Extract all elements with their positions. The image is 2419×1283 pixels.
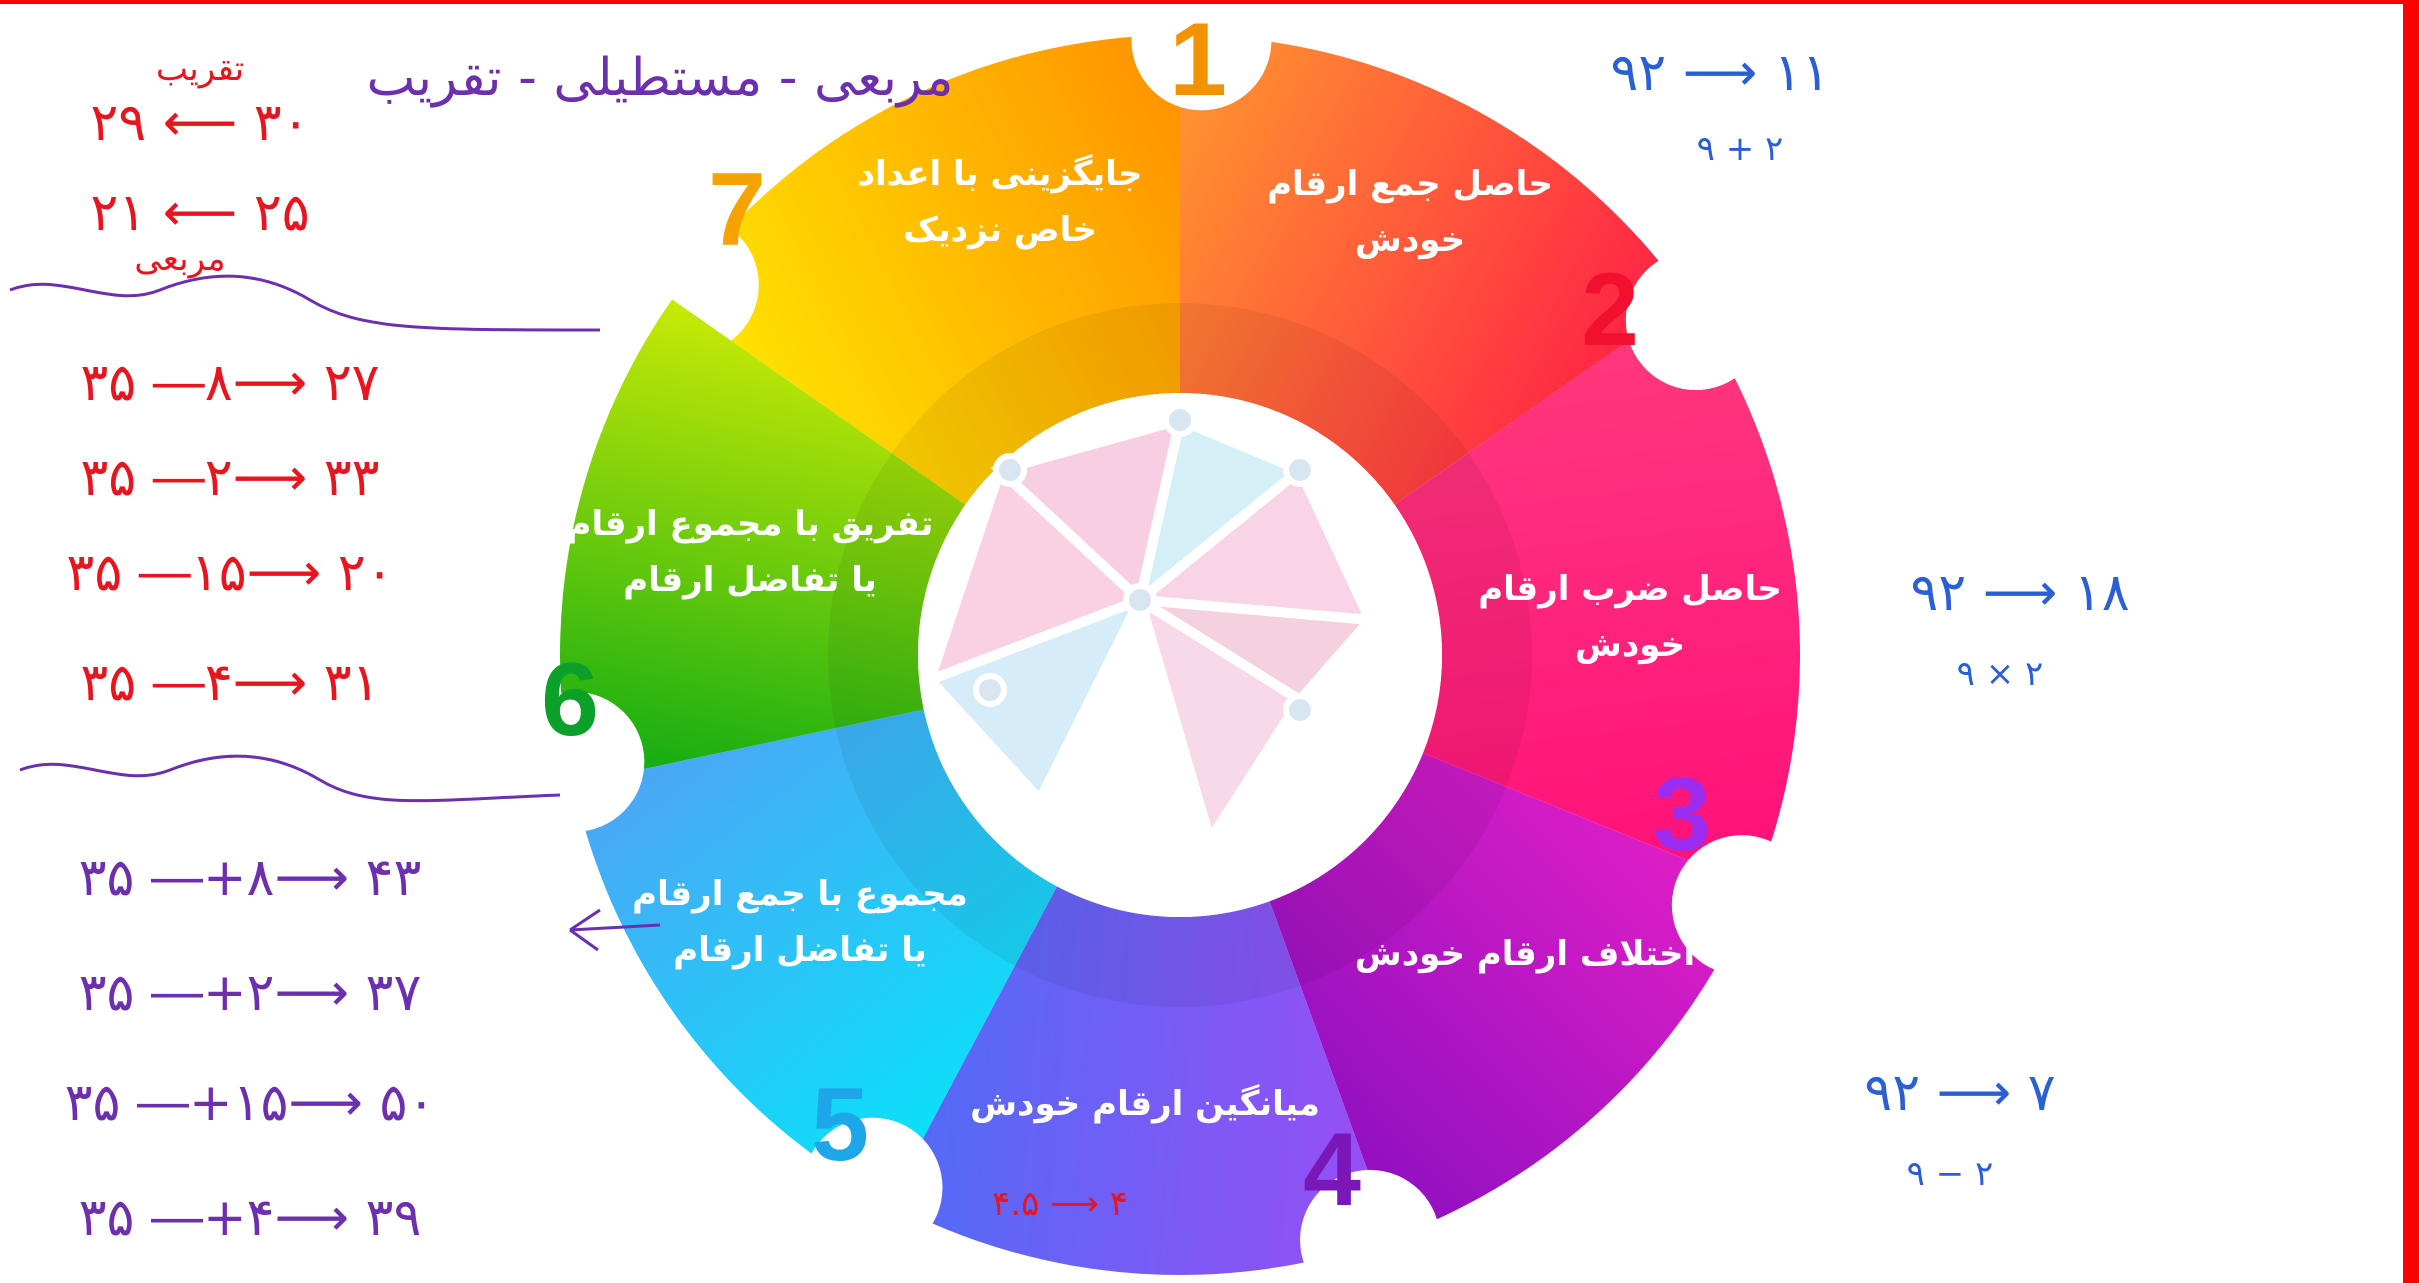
red-frame — [0, 0, 2419, 1283]
